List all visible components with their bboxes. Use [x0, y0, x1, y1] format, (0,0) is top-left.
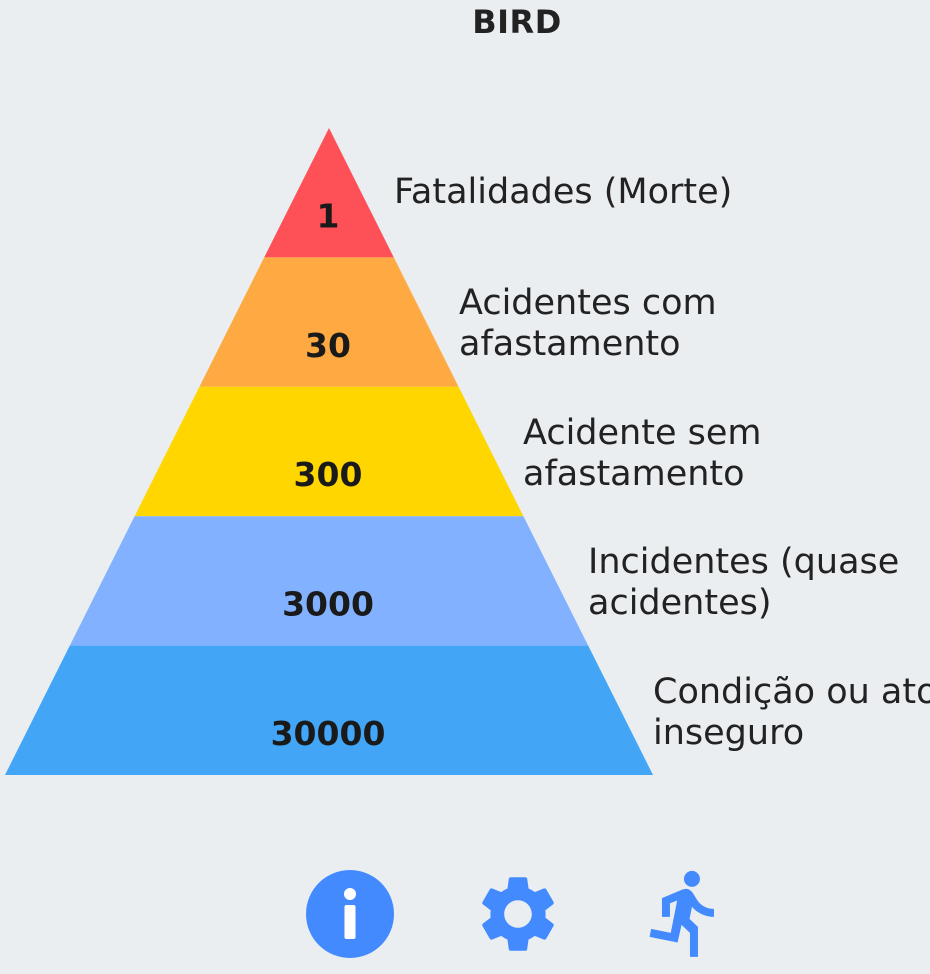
running-person-icon: [649, 870, 714, 957]
exit-button[interactable]: [638, 862, 734, 964]
tier-label-line: afastamento: [459, 324, 681, 364]
tier-label-line: inseguro: [653, 713, 805, 753]
pyramid-tier-2: [199, 257, 459, 387]
tier-label-line: acidentes): [588, 583, 772, 623]
tier-label-line: Condição ou ato: [653, 672, 930, 712]
bottom-toolbar: [0, 860, 930, 970]
tier-label-line: Fatalidades (Morte): [394, 172, 733, 212]
pyramid-tier-1: [264, 128, 394, 258]
tier-count-3: 300: [294, 455, 363, 494]
pyramid-tier-3: [134, 386, 524, 517]
info-button[interactable]: [305, 869, 395, 959]
gear-icon: [482, 877, 554, 951]
tier-label-line: Incidentes (quase: [588, 542, 900, 582]
tier-count-5: 30000: [271, 714, 386, 753]
pyramid-tier-5: [5, 645, 653, 775]
tier-count-1: 1: [317, 196, 340, 235]
tier-count-2: 30: [305, 326, 351, 365]
pyramid-diagram: 1 30 300 3000 30000: [5, 128, 653, 775]
tier-count-4: 3000: [282, 585, 374, 624]
tier-label-line: afastamento: [523, 454, 745, 494]
tier-label-line: Acidentes com: [459, 283, 717, 323]
page-title: BIRD: [472, 3, 562, 41]
tier-label-line: Acidente sem: [523, 413, 762, 453]
pyramid-tier-4: [69, 516, 589, 646]
settings-button[interactable]: [472, 868, 564, 960]
info-icon: [306, 870, 394, 958]
tier-label-1: Fatalidades (Morte): [394, 172, 732, 213]
